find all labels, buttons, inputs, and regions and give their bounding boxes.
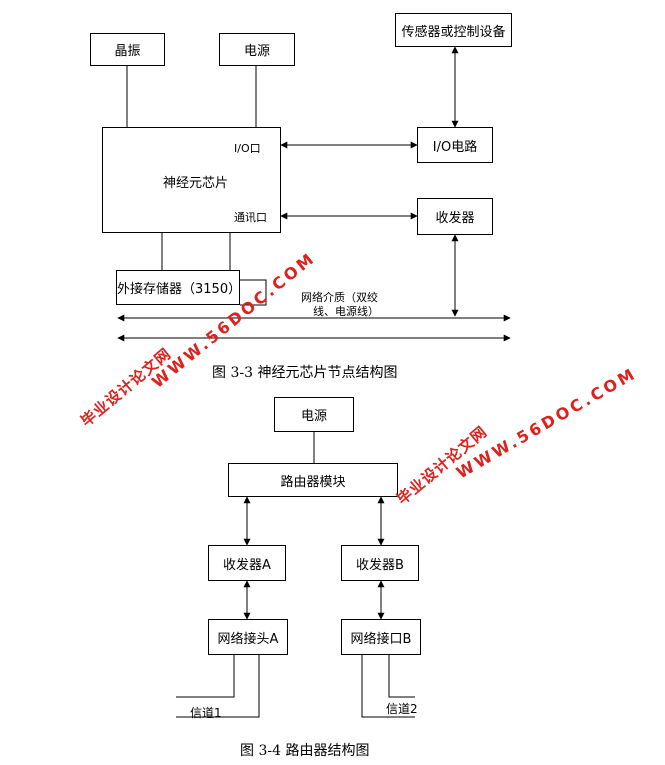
channel2-label: 信道2: [386, 702, 418, 716]
transceiver-label: 收发器: [435, 211, 475, 226]
sensor-label: 传感器或控制设备: [401, 24, 506, 40]
io-circuit-label: I/O电路: [432, 139, 478, 155]
channel2-wire-right: [388, 655, 415, 698]
figure2-caption: 图 3-4 路由器结构图: [240, 743, 370, 759]
channel1-wire-right: [176, 655, 260, 718]
channel1-wire-left: [176, 655, 235, 698]
router-power-box: 电源: [274, 397, 354, 432]
sensor-box: 传感器或控制设备: [395, 13, 512, 47]
transceiver-a-box: 收发器A: [208, 545, 286, 581]
interface-b-box: 网络接口B: [341, 619, 421, 655]
memory-side-bracket: [230, 279, 267, 306]
transceiver-a-label: 收发器A: [223, 557, 271, 573]
network-medium-label-line2: 线、电源线）: [313, 305, 379, 318]
io-port-label: I/O口: [234, 142, 261, 155]
transceiver-b-box: 收发器B: [341, 545, 419, 581]
comm-port-label: 通讯口: [234, 211, 267, 224]
crystal-label: 晶振: [114, 44, 141, 59]
connector-a-label: 网络接头A: [217, 631, 279, 647]
channel2-wire-left: [361, 655, 415, 718]
power-label: 电源: [243, 44, 270, 59]
neuron-chip-label: 神经元芯片: [163, 176, 229, 191]
network-medium-label-line1: 网络介质（双绞: [301, 291, 378, 304]
ext-memory-label: 外接存储器（3150）: [117, 282, 242, 297]
interface-b-label: 网络接口B: [350, 631, 412, 647]
connector-a-box: 网络接头A: [208, 619, 288, 655]
transceiver-box: 收发器: [417, 198, 493, 235]
ext-memory-box: 外接存储器（3150）: [116, 270, 242, 305]
router-module-box: 路由器模块: [228, 463, 398, 497]
figure1-caption: 图 3-3 神经元芯片节点结构图: [212, 365, 398, 381]
neuron-chip-box: 神经元芯片 I/O口 通讯口: [102, 127, 281, 233]
transceiver-b-label: 收发器B: [356, 557, 404, 573]
io-circuit-box: I/O电路: [417, 127, 493, 163]
router-power-label: 电源: [300, 409, 327, 424]
channel1-label: 信道1: [190, 706, 222, 720]
power-box: 电源: [219, 33, 295, 66]
router-module-label: 路由器模块: [280, 474, 346, 490]
crystal-box: 晶振: [90, 33, 165, 66]
